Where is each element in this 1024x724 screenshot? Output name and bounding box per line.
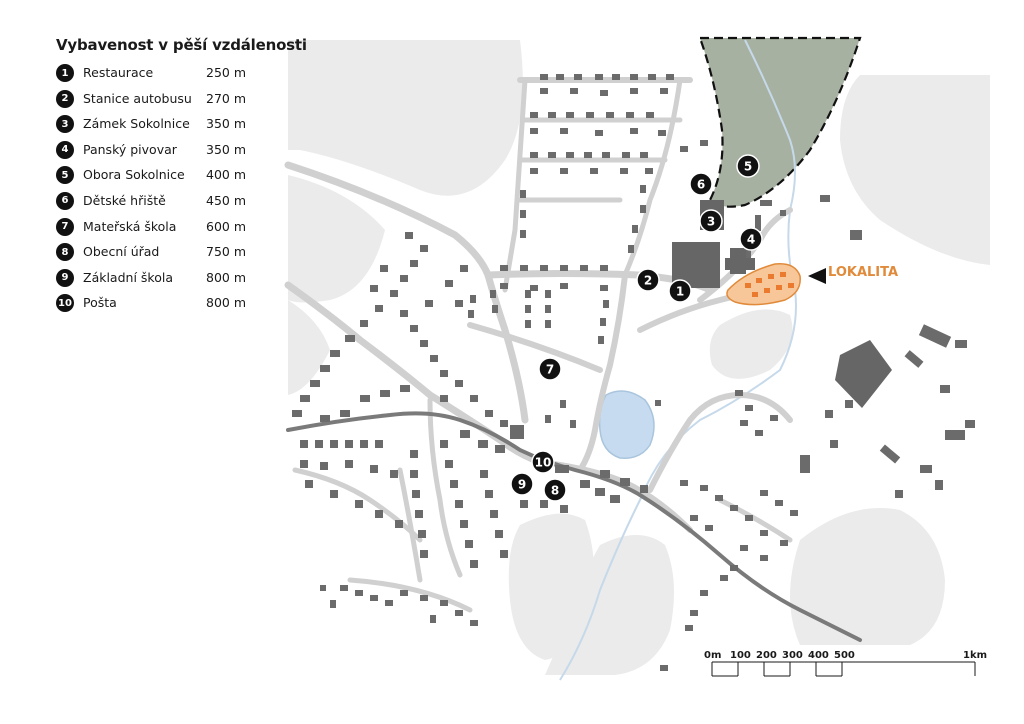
scale-label: 500 [834,650,855,661]
main-road [286,411,862,642]
pond [598,390,655,459]
legend-item: 3 Zámek Sokolnice 350 m [56,115,286,141]
scale-bar: 0m 100 200 300 400 500 1km [704,650,987,677]
legend-number: 9 [56,268,74,287]
poi-marker-2: 2 [636,268,660,292]
poi-marker-label: 2 [644,274,652,288]
poi-marker-5: 5 [736,154,760,178]
legend-distance: 450 m [206,192,247,208]
poi-marker-label: 9 [518,478,526,492]
legend-distance: 250 m [206,65,247,80]
poi-marker-label: 8 [551,484,559,498]
poi-marker-circle [668,279,692,303]
legend-name: Obora Sokolnice [83,167,185,183]
scale-label: 0m [704,650,721,661]
legend-distance: 600 m [206,218,247,234]
legend-number: 8 [56,243,74,262]
buildings [292,74,975,671]
scale-line [711,661,976,677]
legend-name: Obecní úřad [83,244,160,260]
legend-number: 6 [56,191,74,210]
legend-distance: 800 m [206,295,247,311]
poi-marker-label: 5 [744,160,752,174]
legend-number: 7 [56,217,74,236]
scale-label: 300 [782,650,803,661]
legend-distance: 350 m [206,141,247,157]
scale-label: 200 [756,650,777,661]
poi-marker-circle [510,472,534,496]
poi-marker-7: 7 [538,357,562,381]
poi-marker-circle [538,357,562,381]
legend-title: Vybavenost v pěší vzdálenosti [56,36,307,54]
legend-name: Stanice autobusu [83,90,192,106]
poi-marker-label: 3 [707,215,715,229]
legend-number: 10 [56,294,74,313]
legend: Vybavenost v pěší vzdálenosti 1 Restaura… [56,36,307,320]
legend-distance: 400 m [206,167,247,183]
legend-distance: 270 m [206,90,247,106]
legend-name: Mateřská škola [83,218,177,234]
legend-item: 9 Základní škola 800 m [56,268,286,295]
poi-markers: 1 2 3 4 5 6 7 8 9 10 [510,154,763,502]
poi-marker-circle [636,268,660,292]
castle-complex [672,200,892,408]
scale-label: 1km [963,650,987,661]
poi-marker-6: 6 [689,172,713,196]
poi-marker-4: 4 [739,227,763,251]
poi-marker-label: 7 [546,363,554,377]
legend-number: 3 [56,115,74,134]
poi-marker-8: 8 [543,478,567,502]
legend-item: 10 Pošta 800 m [56,294,286,320]
legend-item: 1 Restaurace 250 m [56,64,286,90]
legend-item: 8 Obecní úřad 750 m [56,243,286,269]
legend-item: 5 Obora Sokolnice 400 m [56,166,286,192]
poi-marker-10: 10 [531,450,555,474]
obora-area [698,36,862,208]
legend-name: Základní škola [83,269,173,285]
legend-name: Dětské hřiště [83,192,166,208]
legend-distance: 350 m [206,116,247,132]
scale-label: 100 [730,650,751,661]
lokalita-area [726,263,801,306]
poi-marker-label: 6 [697,178,705,192]
legend-item: 2 Stanice autobusu 270 m [56,89,286,116]
poi-marker-circle [689,172,713,196]
scale-label: 400 [808,650,829,661]
legend-distance: 750 m [206,244,247,260]
legend-item: 7 Mateřská škola 600 m [56,217,286,244]
poi-marker-3: 3 [699,209,723,233]
lokalita-label: LOKALITA [828,265,898,280]
poi-marker-label: 1 [676,285,684,299]
legend-number: 1 [56,64,74,82]
legend-name: Restaurace [83,65,154,80]
lokalita-arrow [808,268,826,284]
poi-marker-circle [739,227,763,251]
poi-marker-1: 1 [668,279,692,303]
poi-marker-circle [699,209,723,233]
legend-number: 2 [56,89,74,108]
poi-marker-circle [543,478,567,502]
legend-name: Pošta [83,295,117,311]
poi-marker-label: 10 [535,456,552,470]
legend-distance: 800 m [206,269,247,285]
legend-item: 4 Panský pivovar 350 m [56,140,286,167]
poi-marker-label: 4 [747,233,755,247]
legend-name: Panský pivovar [83,141,177,157]
legend-number: 5 [56,166,74,185]
poi-marker-9: 9 [510,472,534,496]
poi-marker-circle [531,450,555,474]
legend-number: 4 [56,140,74,159]
fields [288,40,990,675]
legend-name: Zámek Sokolnice [83,116,190,132]
legend-item: 6 Dětské hřiště 450 m [56,191,286,218]
poi-marker-circle [736,154,760,178]
stream [559,39,797,681]
